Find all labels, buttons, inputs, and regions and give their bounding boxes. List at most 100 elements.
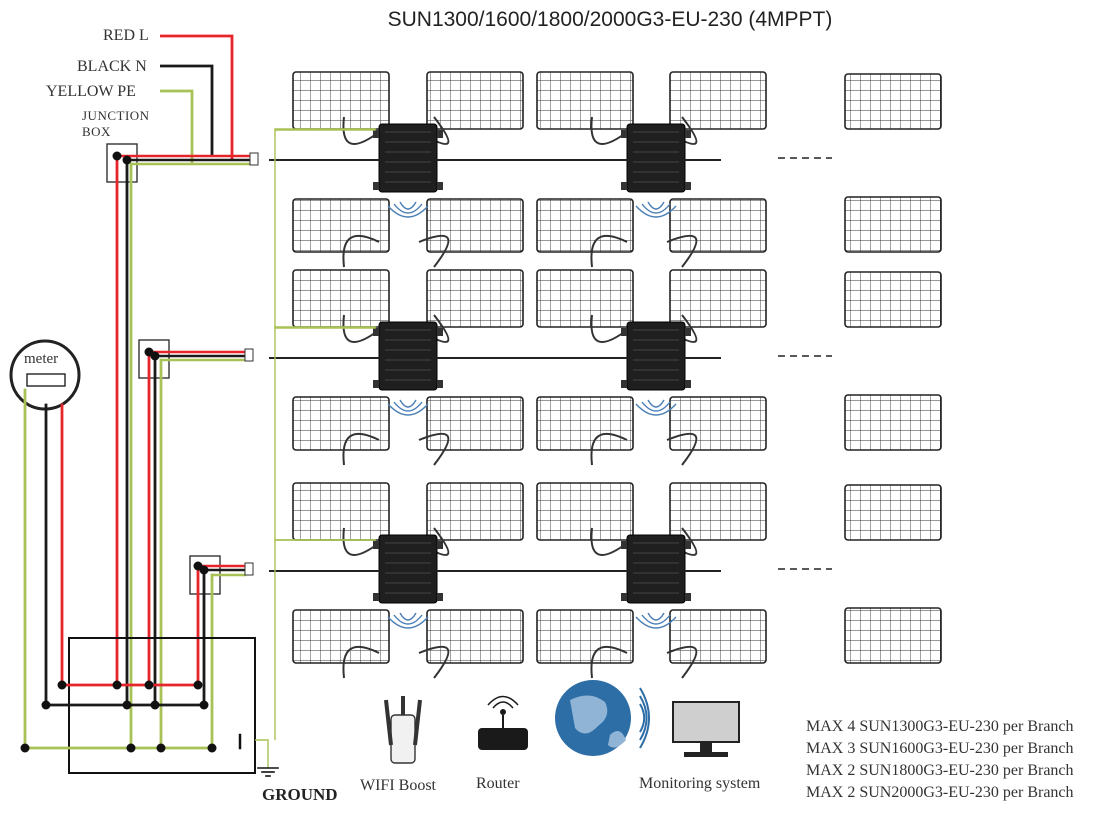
panel-grid [844,73,942,130]
solar-panel [292,482,390,541]
panel-grid [844,196,942,253]
wifi-signal-icon [387,205,429,218]
panel-grid [844,607,942,664]
ground-lead [255,739,269,768]
cable-loop [590,234,628,268]
yellow-wire-label: YELLOW PE [46,83,136,100]
router-signal [487,695,519,706]
wifi-boost-label: WIFI Boost [360,777,436,794]
cable-connector [249,152,259,166]
solar-panel [292,609,390,664]
wifi-signal-icon [635,403,677,416]
wifi-signal-icon [641,203,671,214]
branch-limit-1600: MAX 3 SUN1600G3-EU-230 per Branch [806,740,1074,757]
junction-dot [199,700,209,710]
cable-loop [342,314,380,343]
cable-loop [590,645,628,679]
cable-loop [418,432,450,466]
cable-loop [342,527,380,556]
inverter-connector [621,328,627,336]
panel-grid [292,269,390,328]
meter-label: meter [24,351,59,367]
junction-dot [144,680,154,690]
junction-box-label: JUNCTION [82,108,150,123]
inverter-connector [621,593,627,601]
wireless-signal-icon [639,695,648,741]
wifi-signal-icon [647,201,665,210]
monitor-icon [672,701,740,757]
junction-dot [126,743,136,753]
router-signal [492,701,514,709]
panel-grid [536,609,634,664]
panel-grid [426,198,524,253]
inverter-connector [621,380,627,388]
router-body [478,728,528,750]
cable-loop [418,234,450,268]
panel-grid [292,482,390,541]
router-icon [478,695,528,750]
solar-panel [669,269,767,328]
solar-panel [844,196,942,253]
microinverter [621,123,691,218]
wifi-signal-icon [635,616,677,629]
wifi-signal-icon [399,399,417,408]
ground-label: GROUND [262,785,338,804]
microinverter [621,321,691,416]
wifi-boost-icon [384,696,422,764]
panel-grid [844,394,942,451]
booster-body [390,714,416,764]
cable-loop [666,432,698,466]
inverter-connector [373,380,379,388]
globe-land [608,731,626,748]
panel-grid [426,396,524,451]
branch-limit-1800: MAX 2 SUN1800G3-EU-230 per Branch [806,762,1074,779]
inverter-connector [373,182,379,190]
wifi-signal-icon [399,612,417,621]
junction-dot [193,680,203,690]
solar-panel [292,71,390,130]
wifi-signal-icon [641,614,671,625]
solar-panel [669,482,767,541]
panel-grid [669,482,767,541]
wiring-lines [9,34,832,777]
router-antenna-tip [500,709,506,715]
yellow-wire [160,89,194,164]
inverter-body [378,123,438,193]
panel-grid [536,198,634,253]
solar-panel [536,198,634,253]
inverter-connector [373,541,379,549]
inverter-connector [621,130,627,138]
junction-dot [150,700,160,710]
solar-panel [292,396,390,451]
panel-grid [536,71,634,130]
junction-dot [207,743,217,753]
panel-grid [669,396,767,451]
solar-panel [426,396,524,451]
solar-panel [669,609,767,664]
inverter-connector [437,541,443,549]
cable-loop [666,234,698,268]
inverter-connector [373,593,379,601]
inverter-connector [621,541,627,549]
solar-panel [844,607,942,664]
booster-antenna [384,699,393,746]
solar-panel [536,609,634,664]
panel-grid [292,396,390,451]
cable-loop [590,116,628,145]
wifi-signal-icon [387,403,429,416]
black-wire [160,64,214,157]
wireless-signal-icon [639,703,646,733]
junction-dot [20,743,30,753]
solar-panel-array [292,71,942,679]
panel-grid [426,269,524,328]
cable-connector [244,348,254,362]
inverter-connector [373,130,379,138]
solar-panel [844,271,942,328]
solar-panel [426,198,524,253]
junction-dot [112,680,122,690]
solar-panel [536,482,634,541]
cable-loop [590,314,628,343]
panel-grid [536,269,634,328]
solar-panel [426,71,524,130]
